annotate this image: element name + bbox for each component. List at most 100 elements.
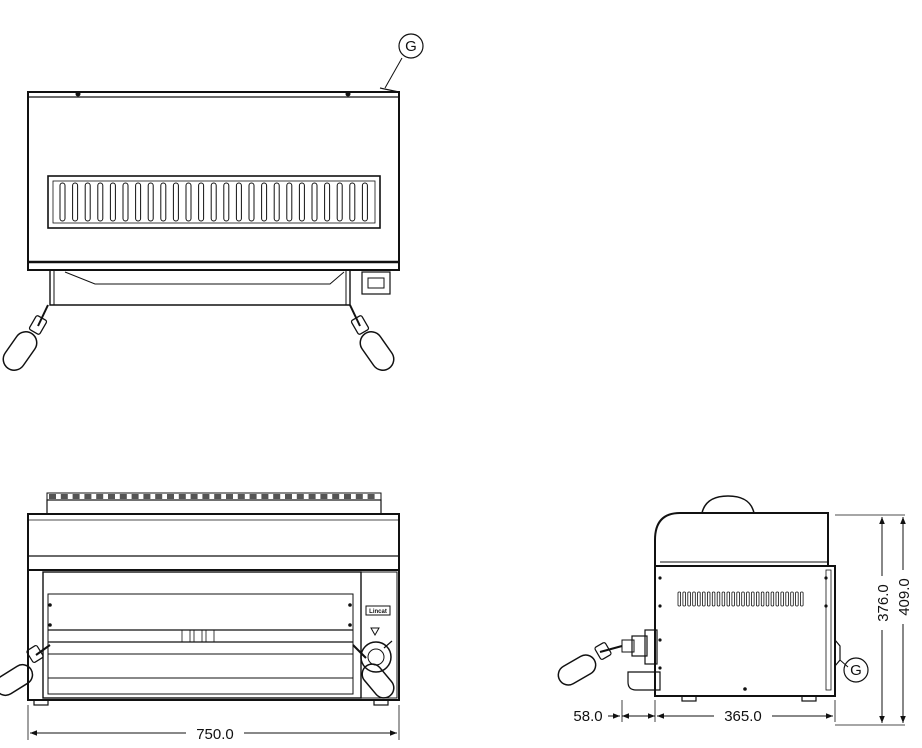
grate-tooth (60, 494, 68, 499)
vent-slot (235, 182, 242, 222)
brand-badge-text: Lincat (369, 609, 387, 615)
vent-slot (286, 182, 293, 222)
brand-badge (365, 605, 391, 616)
grate-tooth (178, 494, 186, 499)
vent-slot (311, 182, 318, 222)
vent-slot (160, 182, 167, 222)
top-vent-panel (47, 175, 381, 229)
grate-tooth (308, 494, 316, 499)
side-hood (654, 512, 829, 566)
vent-slot (122, 182, 129, 222)
vent-slot (109, 182, 116, 222)
side-vent-slot (760, 591, 765, 607)
side-vent-slot (770, 591, 775, 607)
dimension-offset-label: 58.0 (573, 708, 602, 725)
side-top-dome (701, 495, 755, 514)
side-vent-slot (785, 591, 789, 607)
grate-tooth (84, 494, 92, 499)
side-vent-slot (731, 591, 735, 607)
grate-tooth (273, 494, 281, 499)
vent-slot (84, 182, 91, 222)
side-vent-slot (707, 591, 711, 607)
vent-slot (298, 182, 305, 222)
grate-tooth (261, 494, 269, 499)
vent-slot (185, 182, 192, 222)
front-top-grate (46, 492, 382, 501)
gas-callout-top (398, 33, 424, 59)
dimension-width-label: 750.0 (196, 726, 234, 743)
control-knob (360, 641, 392, 673)
grate-tooth (344, 494, 351, 499)
side-vent-slot (751, 591, 755, 607)
vent-slot (261, 182, 268, 222)
side-vent-slot (746, 591, 750, 607)
indicator-arrow-icon (370, 627, 380, 637)
vent-slot (273, 182, 280, 222)
grate-tooth (367, 494, 375, 499)
front-hood (27, 513, 400, 571)
side-vent-slot (800, 591, 804, 607)
grate-tooth (167, 494, 174, 499)
side-vent-slot (721, 591, 726, 607)
top-vent-slots (59, 182, 368, 222)
grate-tooth (190, 494, 198, 499)
side-vent-slot (716, 591, 721, 607)
side-vent-slot (697, 591, 701, 607)
grate-tooth (249, 494, 257, 499)
grate-tooth (96, 494, 104, 499)
vent-slot (324, 182, 331, 222)
side-vent-slot (687, 591, 691, 607)
vent-slot (135, 182, 142, 222)
vent-slot (361, 182, 368, 222)
side-handle (557, 642, 623, 686)
top-tray (49, 270, 351, 306)
side-vent-slot (711, 591, 716, 607)
grate-tooth (214, 494, 222, 499)
grate-tooth (119, 494, 127, 499)
grate-tooth (332, 494, 340, 499)
vent-slot (59, 182, 66, 222)
grate-tooth (131, 494, 139, 499)
top-control-box (361, 271, 391, 295)
grate-tooth (143, 494, 151, 499)
top-handle-left (2, 304, 49, 371)
dimension-height-total-label: 409.0 (896, 578, 913, 616)
side-vent-slot (692, 591, 696, 607)
gas-callout-side (843, 657, 869, 683)
vent-slot (72, 182, 79, 222)
side-vent-slot (756, 591, 760, 607)
side-view: G 376.0 409.0 58.0 365.0 (557, 495, 913, 726)
side-vent-slot (682, 591, 686, 607)
front-handle-left (0, 644, 51, 697)
dimension-depth-label: 365.0 (724, 708, 762, 725)
grate-tooth (108, 494, 115, 499)
grate-tooth (355, 494, 363, 499)
gas-callout-top-label: G (405, 38, 417, 55)
vent-slot (97, 182, 104, 222)
grate-tooth (285, 494, 292, 499)
vent-slot (210, 182, 217, 222)
grate-tooth (296, 494, 304, 499)
vent-slot (223, 182, 230, 222)
side-vent-slot (780, 591, 784, 607)
vent-slot (147, 182, 154, 222)
side-body (654, 565, 836, 697)
grate-tooth (72, 494, 80, 499)
grate-tooth (320, 494, 328, 499)
vent-slot (248, 182, 255, 222)
side-vent-slot (790, 591, 794, 607)
vent-slot (349, 182, 356, 222)
front-handle-right (352, 644, 395, 699)
top-view: G (2, 33, 424, 371)
front-body (27, 569, 400, 701)
side-vent-slot (677, 591, 681, 607)
side-vent-slot (726, 591, 730, 607)
vent-slot (172, 182, 179, 222)
side-vent-slot (741, 591, 745, 607)
grate-tooth (237, 494, 245, 499)
vent-slot (198, 182, 205, 222)
dimension-height-body-label: 376.0 (875, 584, 892, 622)
side-vent-slots (677, 591, 804, 607)
side-vent-slot (765, 591, 770, 607)
grate-tooth (49, 494, 56, 499)
